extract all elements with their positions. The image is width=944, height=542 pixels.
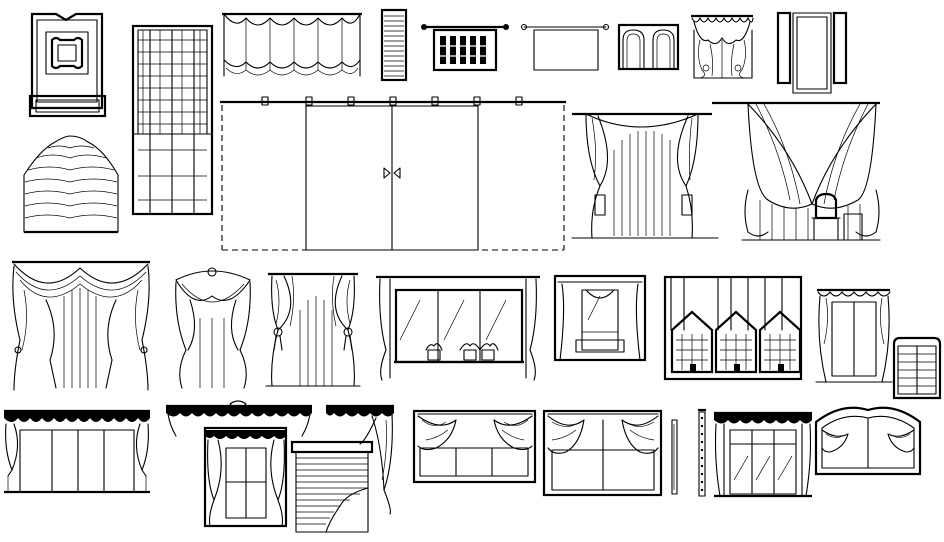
glazed-door-with-valance xyxy=(714,411,812,498)
ruffled-valance-curtain xyxy=(691,14,754,79)
shuttered-window xyxy=(776,11,848,94)
arched-valance-window xyxy=(814,406,922,476)
pelmet-and-tall-window xyxy=(166,400,312,528)
wide-valance-window xyxy=(4,409,150,494)
louvered-shutter xyxy=(380,8,408,82)
small-shuttered-window xyxy=(892,336,942,400)
ornate-ceiling-panel xyxy=(28,12,107,118)
rod-blank-panel xyxy=(520,23,610,71)
corner-swag-drape xyxy=(326,404,394,515)
tieback-sheer-curtains xyxy=(265,272,361,387)
tassel-swag-drape xyxy=(175,267,251,389)
fabric-fan-swag xyxy=(23,135,119,234)
roman-shade xyxy=(222,12,362,77)
tieback-drape-pair xyxy=(571,112,719,239)
side-rails xyxy=(671,408,706,497)
triple-pane-window-drapes xyxy=(412,409,537,484)
slatted-blind xyxy=(290,440,374,533)
grand-drape-with-armchair xyxy=(712,101,881,241)
swag-valance-drape xyxy=(12,260,150,391)
sliding-double-door xyxy=(220,96,566,251)
tall-lattice-window xyxy=(131,24,214,216)
valance-window xyxy=(815,288,893,383)
double-pane-window-drapes xyxy=(542,409,663,497)
rod-grille-panel xyxy=(421,24,509,72)
small-framed-curtain-window xyxy=(553,274,647,362)
picture-window-with-planters xyxy=(376,275,540,381)
arched-double-window xyxy=(617,23,680,71)
gabled-window-row xyxy=(663,275,803,381)
